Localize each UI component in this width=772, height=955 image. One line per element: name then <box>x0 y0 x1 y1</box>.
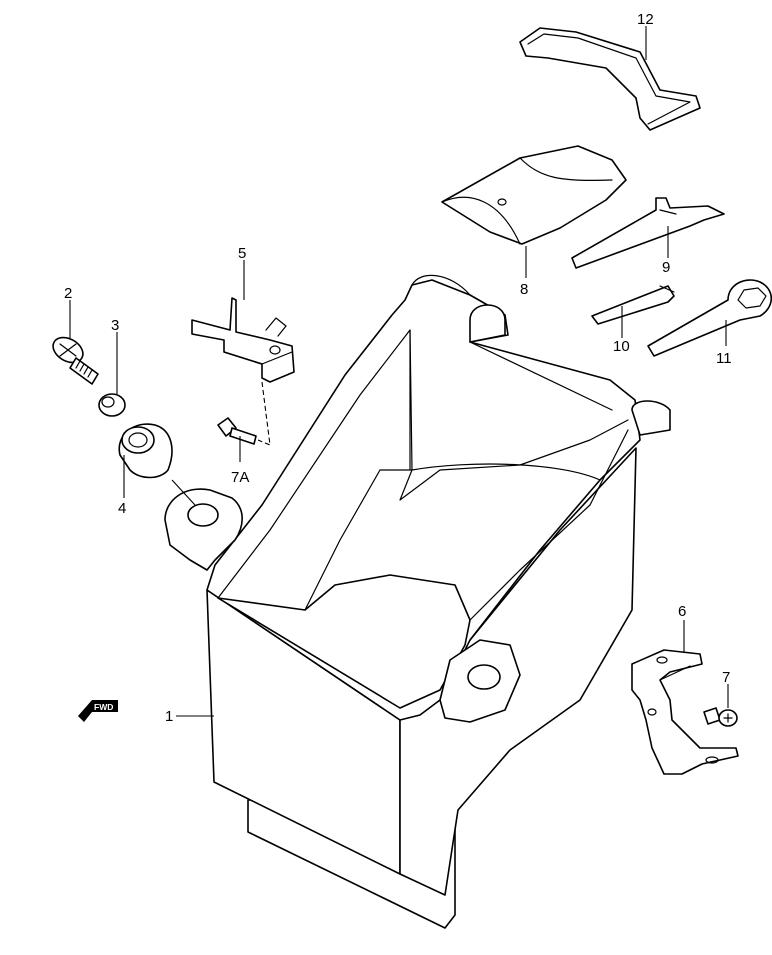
fwd-arrow-icon: FWD <box>78 700 118 722</box>
callout-12: 12 <box>637 11 654 28</box>
fwd-label: FWD <box>94 702 113 712</box>
part-11-ringwrench <box>647 279 772 357</box>
part-4-grommet <box>118 423 173 479</box>
callout-7: 7 <box>722 669 730 686</box>
part-6-bracket <box>631 649 739 775</box>
callout-2: 2 <box>64 285 72 302</box>
part-8-toolbag <box>441 145 627 245</box>
part-12-strap <box>519 27 701 131</box>
callout-9: 9 <box>662 259 670 276</box>
part-7-bolt <box>703 707 738 727</box>
part-1-tray <box>164 274 671 929</box>
callout-11: 11 <box>716 350 732 367</box>
callout-1: 1 <box>165 708 173 725</box>
callout-8: 8 <box>520 281 528 298</box>
part-2-screw <box>52 336 99 385</box>
part-9-spanner <box>571 197 725 269</box>
callout-10: 10 <box>613 338 630 355</box>
part-3-collar <box>98 393 126 417</box>
callout-6: 6 <box>678 603 686 620</box>
callout-4: 4 <box>118 500 126 517</box>
part-10-hexkey <box>591 285 675 325</box>
callout-3: 3 <box>111 317 119 334</box>
callout-7a: 7A <box>231 469 249 486</box>
callout-5: 5 <box>238 245 246 262</box>
part-5-clip <box>191 297 295 383</box>
part-7a-bolt <box>217 417 257 445</box>
